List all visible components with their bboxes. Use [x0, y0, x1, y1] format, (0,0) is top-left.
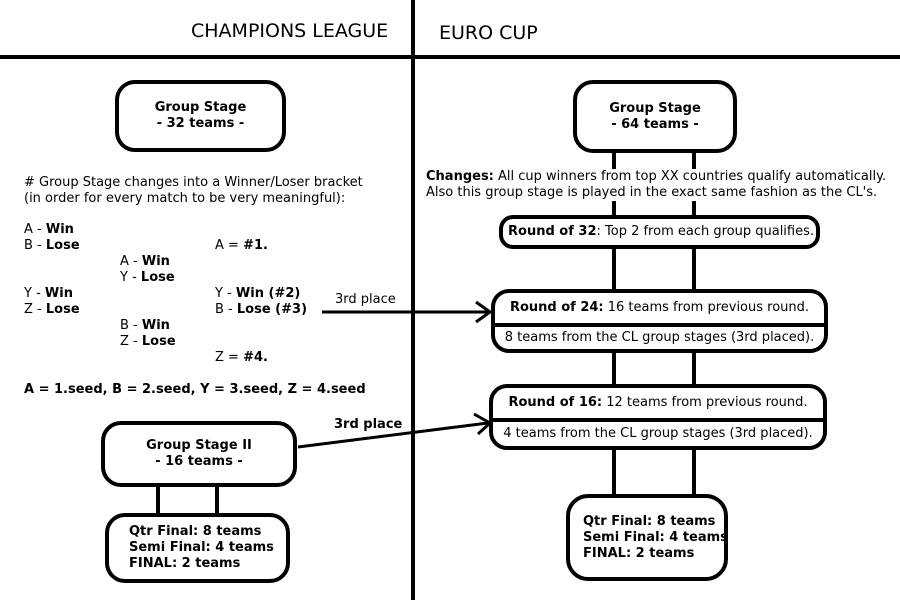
cl-finals-line: Qtr Final: 8 teams [129, 524, 262, 539]
bracket-result: Lose [140, 270, 175, 285]
bracket-letter: Y [24, 286, 32, 301]
bracket-col3-item: Z = #4. [215, 350, 268, 366]
euro-round-16-box: Round of 16: 12 teams from previous roun… [489, 384, 827, 450]
cl-finals-box: Qtr Final: 8 teams Semi Final: 4 teams F… [105, 513, 290, 583]
bracket-col3-item: A = #1. [215, 238, 268, 254]
bracket-col1-item: Y - Win [24, 286, 73, 302]
bracket-letter: Y [215, 286, 223, 301]
header-champions-league: CHAMPIONS LEAGUE [191, 20, 389, 42]
round-24-top: Round of 24: 16 teams from previous roun… [495, 293, 824, 327]
bracket-letter: A [120, 254, 129, 269]
euro-finals-box: Qtr Final: 8 teams Semi Final: 4 teams F… [566, 494, 728, 581]
third-place-label-lower: 3rd place [334, 417, 403, 432]
bracket-col3-item: Y - Win (#2) [215, 286, 300, 302]
bracket-result: Lose [141, 334, 176, 349]
bracket-result: #1. [243, 238, 268, 253]
euro-finals-line: Semi Final: 4 teams [583, 529, 728, 545]
bracket-letter: Y [120, 270, 128, 285]
bracket-letter: B [215, 302, 224, 317]
cl-group-stage-subtitle: - 32 teams - [156, 116, 245, 131]
round-32-label: Round of 32 [508, 224, 597, 239]
cl-note-line-2: (in order for every match to be very mea… [24, 191, 346, 206]
round-24-text: 16 teams from previous round. [603, 300, 810, 315]
cl-note-line-1: # Group Stage changes into a Winner/Lose… [24, 175, 363, 190]
euro-group-stage-subtitle: - 64 teams - [611, 116, 699, 132]
bracket-result: Lose [45, 238, 80, 253]
bracket-sep: - [223, 302, 237, 317]
round-24-extra: 8 teams from the CL group stages (3rd pl… [504, 330, 815, 345]
bracket-sep: - [31, 286, 45, 301]
round-24-label: Round of 24: [509, 300, 604, 315]
bracket-result: Win [45, 222, 74, 237]
bracket-col2-item: A - Win [120, 254, 170, 270]
euro-changes-line-2: Also this group stage is played in the e… [426, 185, 878, 201]
round-16-label: Round of 16: [508, 395, 603, 410]
bracket-col1-item: B - Lose [24, 238, 80, 254]
bracket-result: Win (#2) [235, 286, 301, 301]
bracket-sep: - [32, 302, 46, 317]
euro-changes-label: Changes: [426, 169, 494, 184]
bracket-result: Lose (#3) [236, 302, 308, 317]
euro-round-32-box: Round of 32: Top 2 from each group quali… [499, 215, 820, 249]
euro-group-stage-title: Group Stage [609, 100, 701, 116]
bracket-letter: A [215, 238, 224, 253]
bracket-letter: B [120, 318, 129, 333]
arrowhead-upper [475, 300, 493, 324]
third-place-label-upper: 3rd place [335, 292, 396, 307]
bracket-result: Win [141, 318, 170, 333]
cl-group-stage-2-box: Group Stage II - 16 teams - [101, 421, 297, 487]
bracket-col1-item: Z - Lose [24, 302, 80, 318]
bracket-col1-item: A - Win [24, 222, 74, 238]
cl-seeds: A = 1.seed, B = 2.seed, Y = 3.seed, Z = … [24, 382, 366, 397]
bracket-sep: - [222, 286, 236, 301]
euro-changes-text: All cup winners from top XX countries qu… [493, 169, 887, 184]
round-16-bottom: 4 teams from the CL group stages (3rd pl… [493, 422, 823, 446]
bracket-sep: - [32, 222, 46, 237]
bracket-sep: - [127, 270, 141, 285]
cl-group-stage-2-subtitle: - 16 teams - [155, 454, 243, 469]
bracket-sep: - [128, 318, 142, 333]
bracket-col2-item: B - Win [120, 318, 170, 334]
euro-finals-line: Qtr Final: 8 teams [583, 513, 716, 529]
round-16-top: Round of 16: 12 teams from previous roun… [493, 388, 823, 422]
cl-finals-line: Semi Final: 4 teams [129, 540, 274, 555]
round-32-text: : Top 2 from each group qualifies. [596, 224, 815, 239]
bracket-col2-item: Y - Lose [120, 270, 175, 286]
euro-changes-line-1: Changes: All cup winners from top XX cou… [426, 169, 887, 185]
bracket-col3-item: B - Lose (#3) [215, 302, 307, 318]
euro-round-24-box: Round of 24: 16 teams from previous roun… [491, 289, 828, 353]
bracket-letter: A [24, 222, 33, 237]
bracket-result: Win [141, 254, 170, 269]
cl-group-stage-box: Group Stage - 32 teams - [115, 80, 286, 152]
header-euro-cup: EURO CUP [439, 22, 538, 44]
bracket-col2-item: Z - Lose [120, 334, 176, 350]
euro-finals-line: FINAL: 2 teams [583, 545, 695, 561]
arrow-third-place-lower [297, 421, 489, 449]
bracket-sep: - [32, 238, 46, 253]
bracket-result: Lose [45, 302, 80, 317]
bracket-letter: Z [215, 350, 224, 365]
bracket-sep: = [223, 238, 244, 253]
round-16-extra: 4 teams from the CL group stages (3rd pl… [503, 426, 813, 441]
round-24-bottom: 8 teams from the CL group stages (3rd pl… [495, 327, 824, 349]
bracket-result: Win [44, 286, 73, 301]
round-16-text: 12 teams from previous round. [602, 395, 808, 410]
bracket-letter: Z [24, 302, 33, 317]
bracket-letter: B [24, 238, 33, 253]
cl-group-stage-2-title: Group Stage II [146, 438, 252, 453]
euro-group-stage-box: Group Stage - 64 teams - [573, 80, 737, 153]
bracket-sep: - [128, 334, 142, 349]
bracket-letter: Z [120, 334, 129, 349]
cl-group-stage-title: Group Stage [154, 100, 247, 115]
bracket-sep: = [223, 350, 244, 365]
bracket-result: #4. [243, 350, 268, 365]
cl-finals-line: FINAL: 2 teams [129, 556, 241, 571]
bracket-sep: - [128, 254, 142, 269]
